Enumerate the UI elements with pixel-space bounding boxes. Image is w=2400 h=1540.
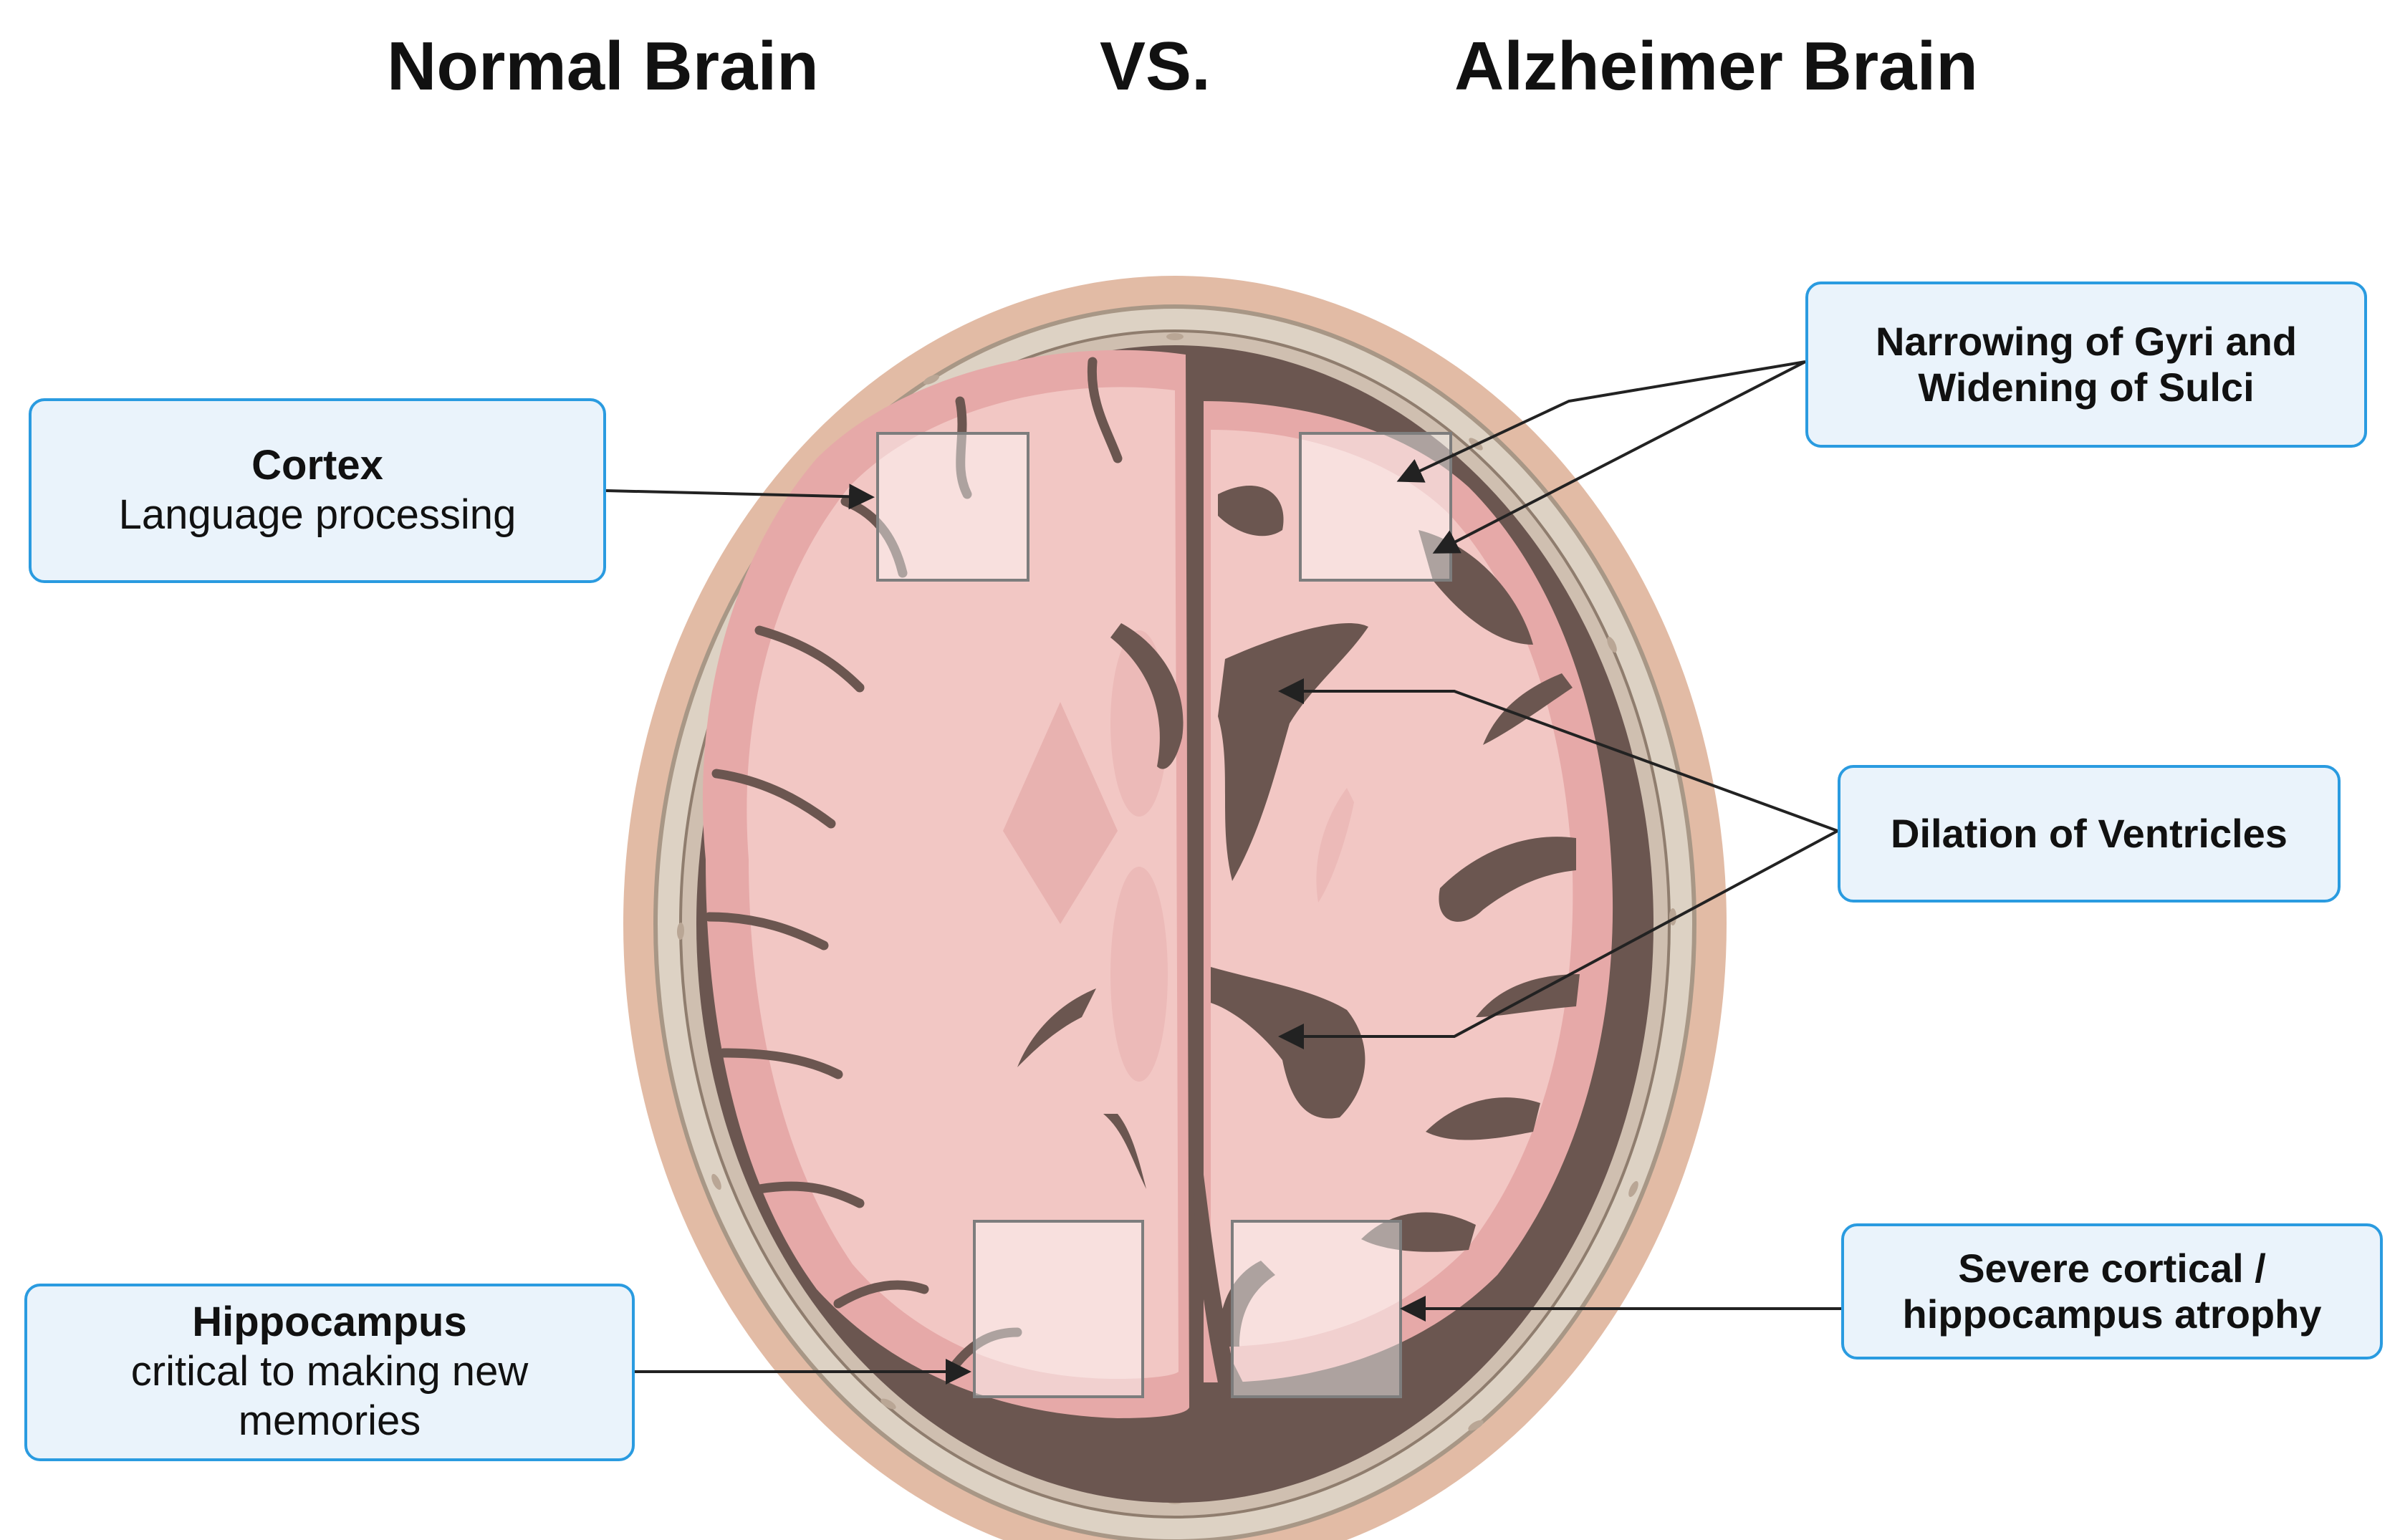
ventricles-label-box: Dilation of Ventricles — [1838, 765, 2341, 903]
gyri-arrow-upper — [1396, 360, 1806, 483]
atrophy-label-box: Severe cortical / hippocampus atrophy — [1841, 1223, 2383, 1359]
hippocampus-description-line2: memories — [238, 1397, 421, 1445]
hippocampus-highlight-normal — [973, 1220, 1144, 1398]
hippocampus-label-box: Hippocampus critical to making new memor… — [24, 1284, 635, 1461]
longitudinal-fissure — [1193, 1175, 1250, 1400]
vs-label: VS. — [1100, 28, 1211, 105]
gyri-arrow-lower — [1432, 360, 1806, 554]
highlight-squares — [876, 432, 1452, 1398]
hippocampus-heading: Hippocampus — [192, 1299, 467, 1346]
cortex-label-box: Cortex Language processing — [29, 398, 606, 583]
hippocampus-highlight-alzheimer — [1231, 1220, 1402, 1398]
cortex-arrow — [605, 483, 875, 510]
gyri-line1: Narrowing of Gyri and — [1875, 318, 2298, 364]
gyri-line2: Widening of Sulci — [1918, 365, 2255, 410]
normal-brain-title: Normal Brain — [387, 28, 819, 105]
hippocampus-description-line1: critical to making new — [130, 1347, 529, 1395]
atrophy-line1: Severe cortical / — [1958, 1245, 2266, 1291]
gyri-sulci-label-box: Narrowing of Gyri and Widening of Sulci — [1805, 281, 2367, 448]
dilated-ventricle-anterior — [1218, 623, 1368, 881]
cortex-description: Language processing — [118, 491, 517, 538]
alzheimer-brain-title: Alzheimer Brain — [1454, 28, 1978, 105]
normal-hemisphere — [702, 350, 1189, 1418]
ventricles-text: Dilation of Ventricles — [1891, 810, 2288, 856]
atrophy-line2: hippocampus atrophy — [1902, 1291, 2322, 1337]
cortex-highlight-normal — [876, 432, 1029, 582]
cortex-highlight-alzheimer — [1299, 432, 1452, 582]
ventricles-arrow-lower — [1278, 829, 1838, 1049]
cortex-heading: Cortex — [251, 441, 383, 489]
ventricles-arrow-upper — [1278, 678, 1838, 832]
